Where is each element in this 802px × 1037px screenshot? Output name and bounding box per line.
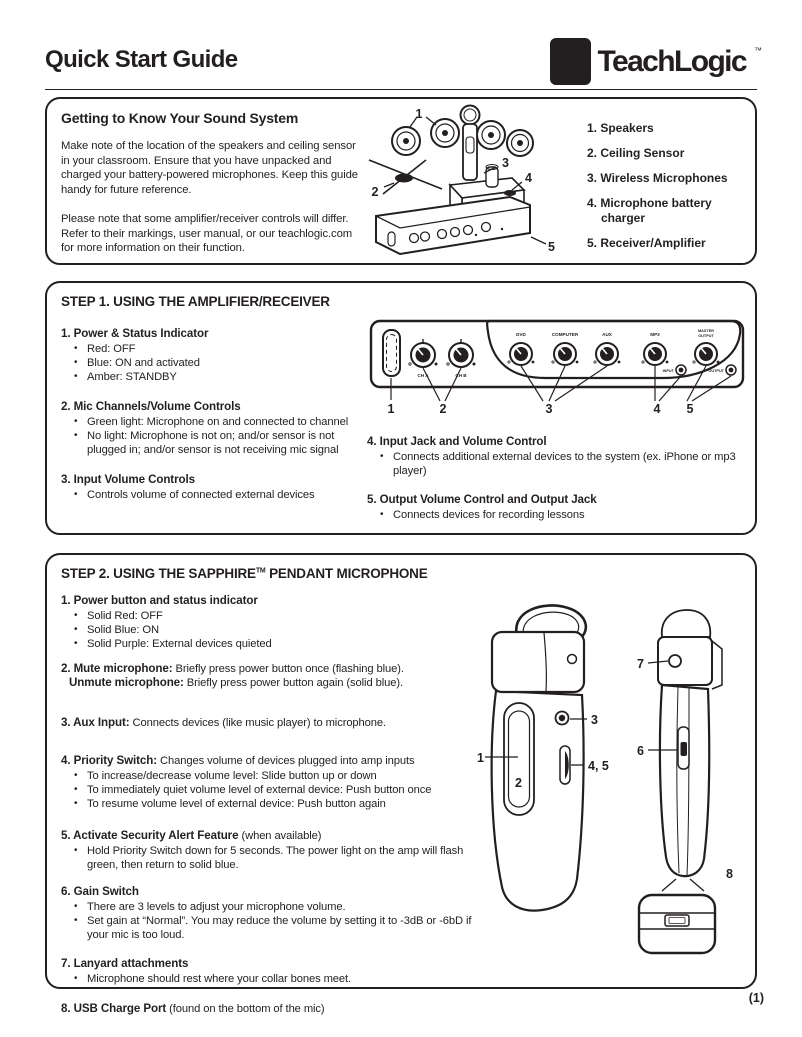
- speaker-icons: [391, 118, 534, 157]
- jack-label-output: OUTPUT: [708, 369, 724, 373]
- legend-item-ceiling-sensor: 2. Ceiling Sensor: [587, 146, 685, 160]
- step2-item-mute: 2. Mute microphone: Briefly press power …: [61, 662, 404, 689]
- mic-side-view: [657, 609, 723, 878]
- step1-item-mic-channels: 2. Mic Channels/Volume Controls Green li…: [61, 400, 373, 457]
- step2-item-gain-switch: 6. Gain Switch There are 3 levels to adj…: [61, 885, 481, 942]
- usb-port-icon: [664, 914, 690, 927]
- step1-title: STEP 1. USING THE AMPLIFIER/RECEIVER: [61, 294, 330, 309]
- step2-title: STEP 2. USING THE SAPPHIRETM PENDANT MIC…: [61, 566, 428, 581]
- amp-mic-knobs: [408, 339, 476, 368]
- knob-label-cha: CH A: [417, 373, 429, 378]
- amp-callout-5: 5: [687, 402, 694, 416]
- mic-callout-6: 6: [637, 744, 644, 758]
- intro-paragraph-2: Please note that some amplifier/receiver…: [61, 213, 353, 254]
- intro-section: Getting to Know Your Sound System Make n…: [45, 97, 757, 265]
- step1-item-output-volume: 5. Output Volume Control and Output Jack…: [367, 493, 769, 522]
- intro-paragraph-1: Make note of the location of the speaker…: [61, 140, 358, 196]
- logo-wordmark: TeachLogic: [597, 44, 748, 78]
- intro-callout-4: 4: [525, 171, 532, 185]
- amp-callout-1: 1: [388, 402, 395, 416]
- legend-item-wireless-microphones: 3. Wireless Microphones: [587, 171, 728, 185]
- amp-callout-2: 2: [440, 402, 447, 416]
- mic-callout-1: 1: [477, 751, 484, 765]
- intro-callout-3: 3: [502, 156, 509, 170]
- page-number: (1): [748, 991, 764, 1005]
- page-title: Quick Start Guide: [45, 46, 238, 73]
- amp-callout-3: 3: [546, 402, 553, 416]
- mic-callout-3: 3: [591, 713, 598, 727]
- mic-front-view: [490, 604, 588, 912]
- header-divider: [45, 89, 757, 90]
- jack-label-input: INPUT: [663, 369, 675, 373]
- system-legend: 1. Speakers 2. Ceiling Sensor 3. Wireles…: [587, 121, 752, 261]
- intro-callout-leaders: [383, 116, 547, 245]
- step2-item-usb-port: 8. USB Charge Port (found on the bottom …: [61, 1002, 325, 1015]
- amp-mp3-knob-input-jack: [641, 342, 687, 376]
- mic-callout-7: 7: [637, 657, 644, 671]
- step2-title-tm: TM: [255, 567, 266, 575]
- step1-left-column: 1. Power & Status Indicator Red: OFF Blu…: [61, 327, 373, 502]
- knob-label-master-1: MASTER: [698, 329, 714, 333]
- amp-recessed-panel: [486, 319, 742, 380]
- step1-right-column: 4. Input Jack and Volume Control Connect…: [367, 435, 769, 522]
- knob-label-chb: CH B: [455, 373, 467, 378]
- mic-callout-2: 2: [515, 776, 522, 790]
- step2-item-lanyard: 7. Lanyard attachments Microphone should…: [61, 957, 481, 986]
- pendant-mic-diagram: 1 2 3 4, 5 6 7 8: [472, 595, 752, 980]
- mic-front-panel: [503, 702, 535, 816]
- amplifier-panel-diagram: CH A CH B DVD COMPUTER AUX MP3 INPUT: [369, 318, 754, 421]
- legend-item-receiver-amplifier: 5. Receiver/Amplifier: [587, 236, 706, 250]
- lanyard-hole-shape: [668, 654, 682, 668]
- step2-section: STEP 2. USING THE SAPPHIRETM PENDANT MIC…: [45, 553, 757, 1015]
- mic-bottom-view: [637, 878, 717, 955]
- step2-item-power-button: 1. Power button and status indicator Sol…: [61, 594, 481, 651]
- mic-callout-leaders: [485, 660, 677, 766]
- knob-label-computer: COMPUTER: [552, 332, 579, 337]
- step2-item-aux-input: 3. Aux Input: Connects devices (like mus…: [61, 716, 387, 729]
- knob-label-mp3: MP3: [650, 332, 660, 337]
- step1-section: STEP 1. USING THE AMPLIFIER/RECEIVER 1. …: [45, 281, 757, 535]
- amp-input-knobs: [507, 342, 621, 366]
- handheld-mic-icon: [459, 104, 481, 181]
- knob-label-dvd: DVD: [516, 332, 526, 337]
- amp-master-knob-output-jack: [692, 342, 737, 376]
- teachlogic-logo: TeachLogic ™: [549, 38, 762, 85]
- intro-title: Getting to Know Your Sound System: [61, 110, 299, 126]
- receiver-amplifier-icon: [375, 195, 531, 256]
- system-overview-diagram: 1 2 3 4 5: [362, 101, 584, 266]
- logo-trademark: ™: [754, 46, 762, 55]
- step2-item-security-alert: 5. Activate Security Alert Feature (when…: [61, 829, 481, 872]
- intro-text: Make note of the location of the speaker…: [61, 139, 363, 271]
- page-header: Quick Start Guide TeachLogic ™: [45, 38, 762, 88]
- knob-label-master-2: OUTPUT: [698, 334, 714, 338]
- step2-left-column: 1. Power button and status indicator Sol…: [61, 594, 481, 1016]
- gain-switch-shape: [677, 726, 690, 770]
- amp-callout-leaders: [390, 365, 732, 402]
- mic-callout-8: 8: [726, 867, 733, 881]
- step1-item-input-jack: 4. Input Jack and Volume Control Connect…: [367, 435, 769, 478]
- legend-item-speakers: 1. Speakers: [587, 121, 654, 135]
- teachlogic-pulse-icon: [549, 38, 591, 85]
- priority-switch-shape: [559, 745, 571, 785]
- ceiling-sensor-icon: [368, 159, 443, 195]
- step2-item-priority-switch: 4. Priority Switch: Changes volume of de…: [61, 754, 481, 811]
- step1-item-power-status: 1. Power & Status Indicator Red: OFF Blu…: [61, 327, 373, 384]
- amp-callout-4: 4: [654, 402, 661, 416]
- mic-mesh-top: [660, 609, 712, 638]
- aux-jack-shape: [554, 710, 570, 726]
- legend-item-battery-charger: 4. Microphone battery charger: [587, 196, 712, 225]
- mic-callout-4-5: 4, 5: [588, 759, 609, 773]
- intro-callout-2: 2: [372, 185, 379, 199]
- intro-callout-1: 1: [416, 107, 423, 121]
- step1-item-input-volume: 3. Input Volume Controls Controls volume…: [61, 473, 373, 502]
- amp-power-button-shape: [382, 329, 401, 377]
- intro-callout-5: 5: [548, 240, 555, 254]
- knob-label-aux: AUX: [602, 332, 613, 337]
